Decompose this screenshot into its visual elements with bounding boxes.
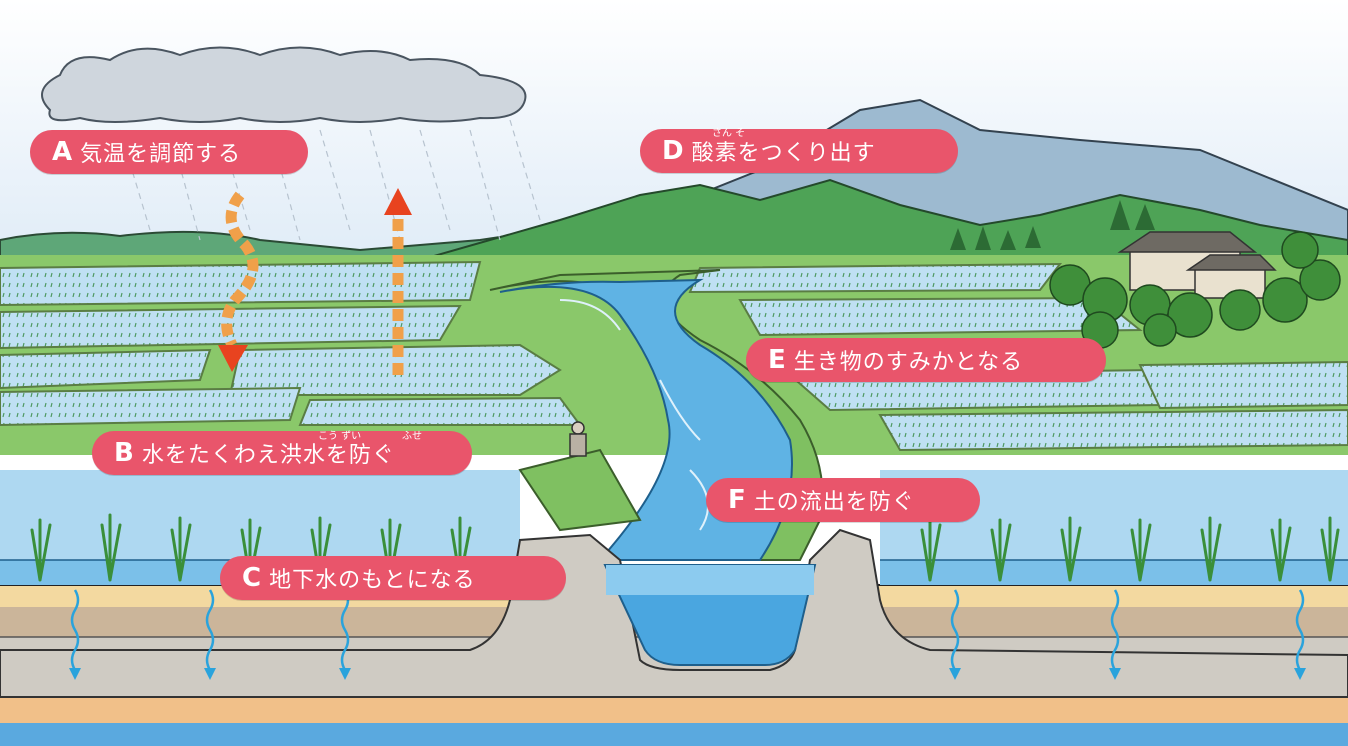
ruby-kozui: こう ずい [318, 431, 362, 442]
farmer-figure [569, 421, 587, 457]
label-f-soil: F 土の流出を防ぐ [706, 478, 980, 522]
label-d-oxygen: D 酸素をつくり出す [640, 129, 958, 173]
label-c-letter: C [242, 563, 262, 593]
label-a-text: 気温を調節する [80, 142, 242, 167]
label-e-habitat: E 生き物のすみかとなる [746, 338, 1106, 382]
ruby-sanso: さん そ [712, 128, 746, 139]
label-c-groundwater: C 地下水のもとになる [220, 556, 566, 600]
farmhouse [1117, 231, 1277, 299]
label-e-letter: E [768, 345, 786, 375]
label-c-text: 地下水のもとになる [269, 568, 476, 593]
rain [119, 119, 541, 241]
label-b-text: 水をたくわえ洪水を防ぐ [141, 443, 395, 468]
label-d-letter: D [662, 136, 684, 166]
trees [1049, 231, 1341, 349]
groundwater-arrows [70, 589, 1305, 671]
label-f-letter: F [728, 485, 746, 515]
cedar-trees [950, 200, 1155, 250]
ruby-fuse: ふせ [402, 431, 422, 442]
label-f-text: 土の流出を防ぐ [753, 490, 915, 515]
soil-embankment [0, 528, 1348, 698]
label-a-temperature: A 気温を調節する [30, 130, 308, 174]
warm-air-down-arrow [218, 191, 259, 372]
levee-left [518, 448, 642, 532]
label-e-text: 生き物のすみかとなる [793, 350, 1024, 375]
label-a-letter: A [52, 137, 73, 167]
label-b-letter: B [114, 438, 134, 468]
label-d-text: 酸素をつくり出す [691, 141, 876, 166]
rice-plants-right [920, 516, 1340, 582]
aquifer [0, 723, 1348, 746]
cool-air-up-arrow [384, 188, 412, 375]
label-b-flood: B 水をたくわえ洪水を防ぐ [92, 431, 472, 475]
orange-layer [0, 697, 1348, 723]
cloud [41, 46, 527, 123]
